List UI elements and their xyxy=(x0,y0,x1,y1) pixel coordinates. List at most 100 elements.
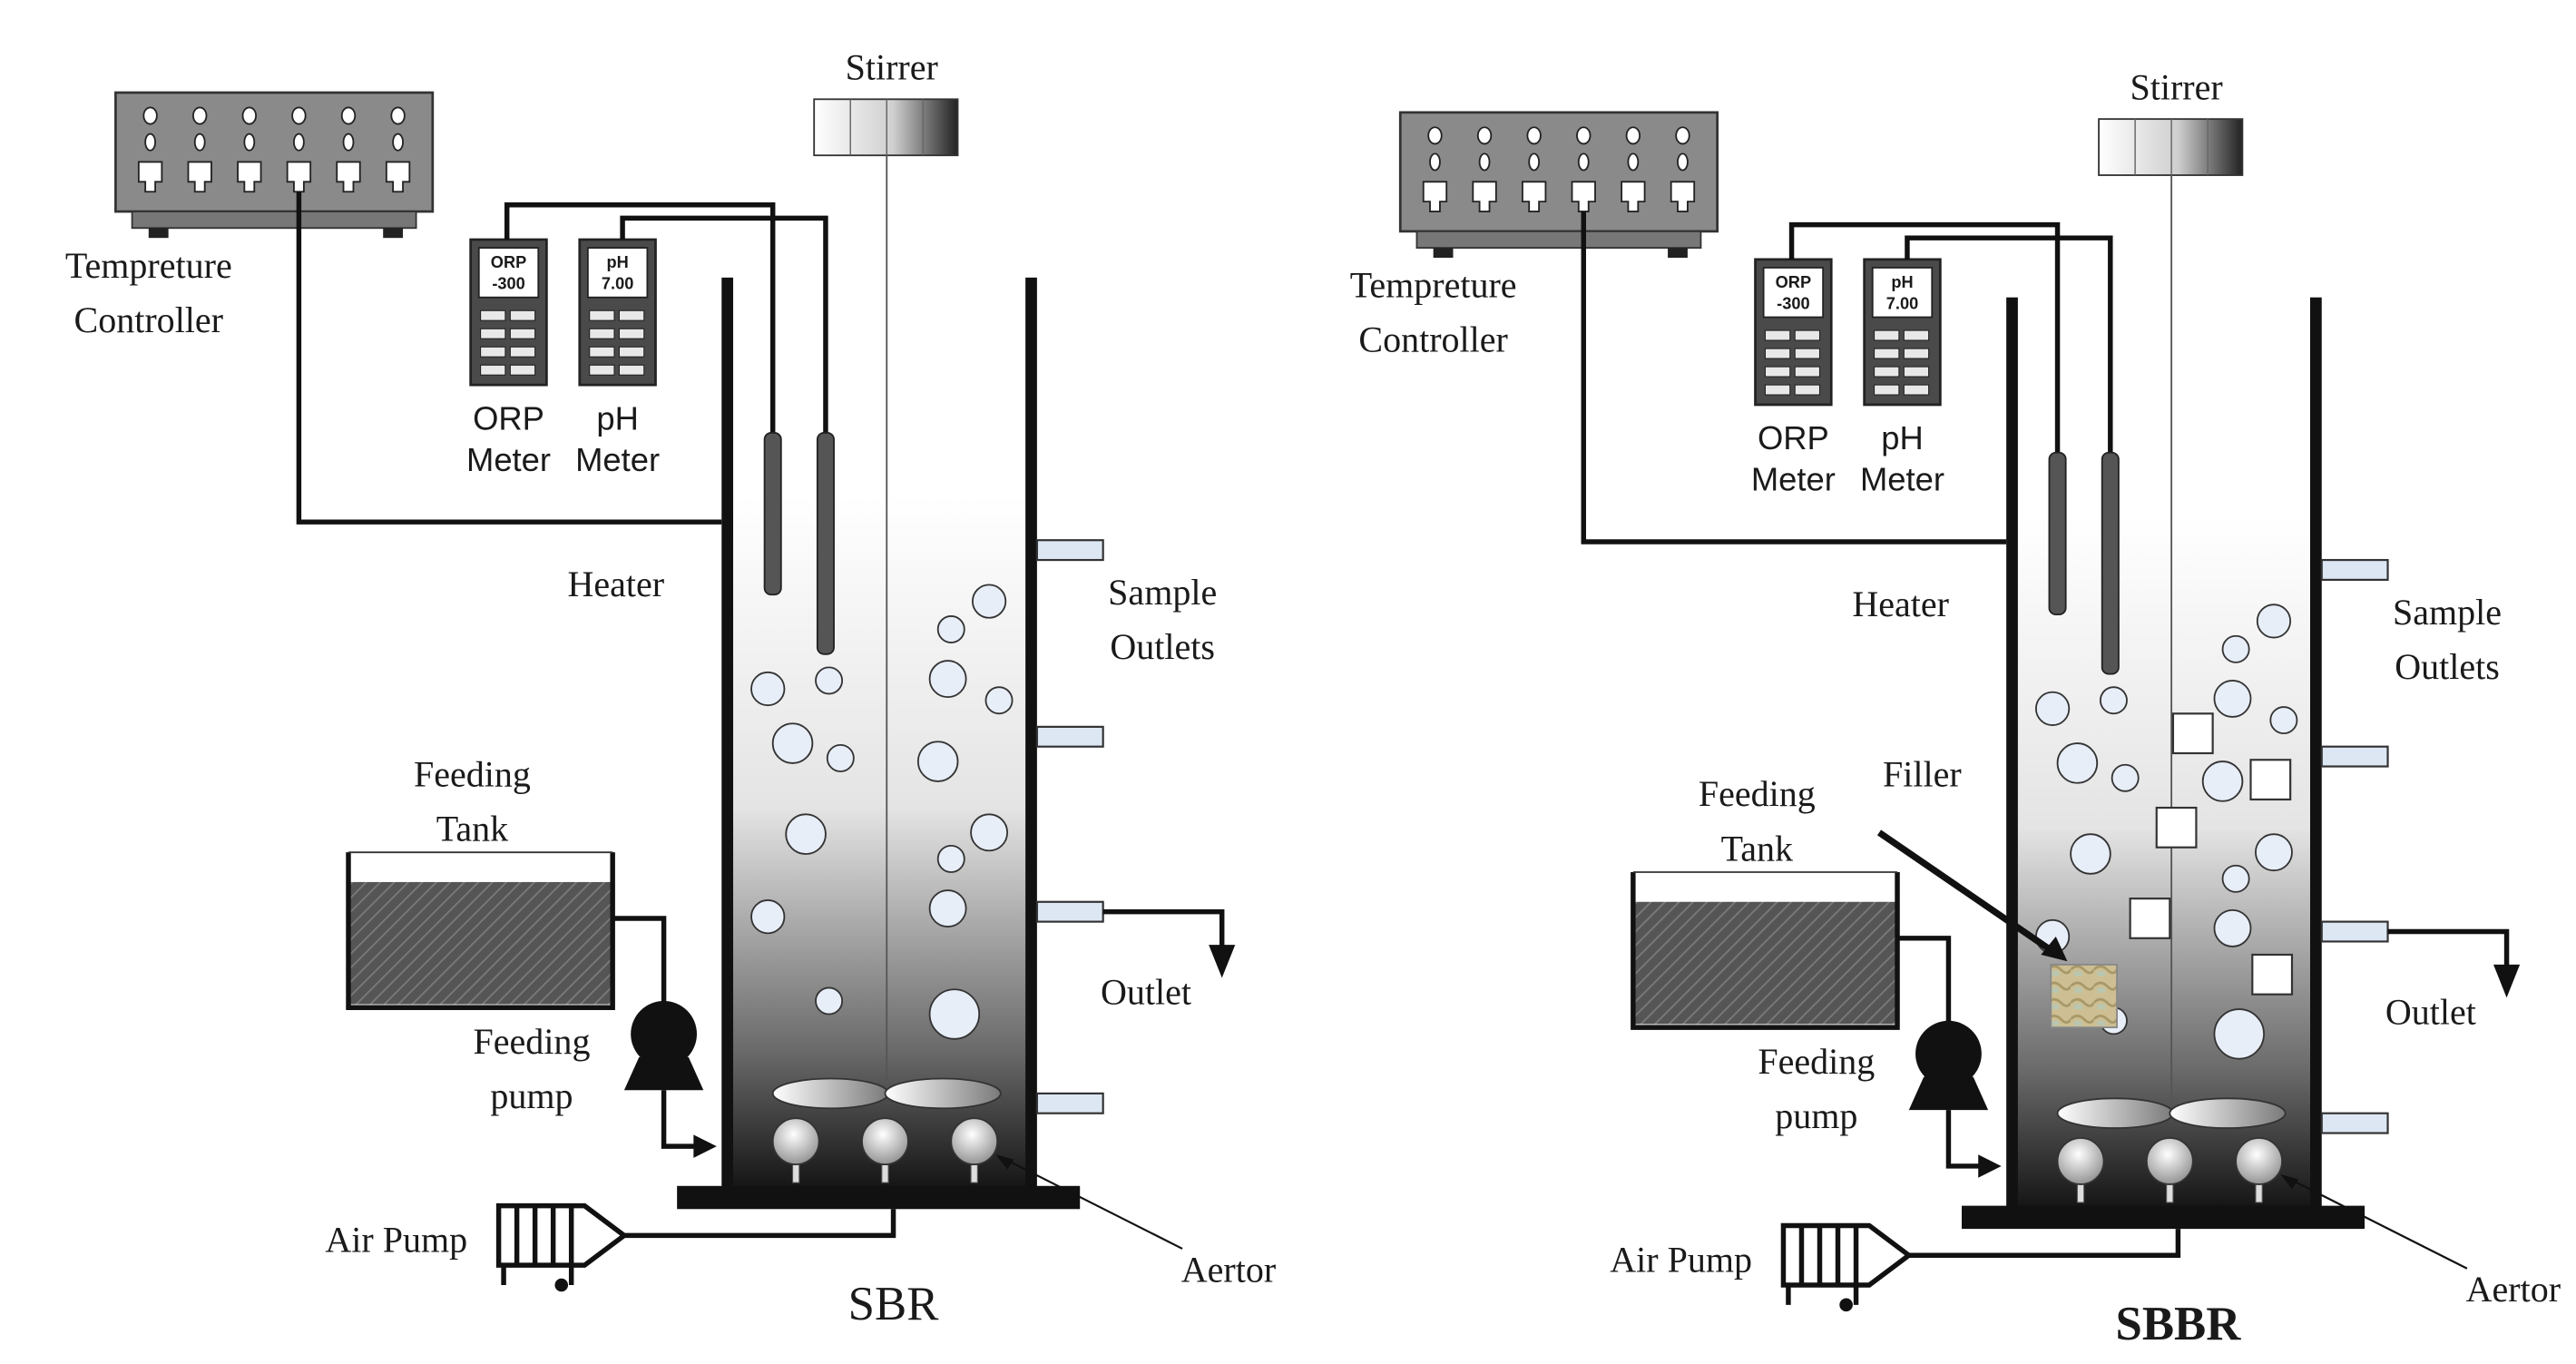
feeding-pump-label-line2: pump xyxy=(1775,1095,1857,1136)
bubble-3 xyxy=(771,722,814,764)
feed-pipe-out xyxy=(661,1090,700,1149)
reactor-base-plate xyxy=(1962,1205,2365,1230)
bubble-13 xyxy=(970,813,1009,852)
orp-meter-key xyxy=(480,364,506,376)
controller-led-3 xyxy=(243,132,256,152)
sample-outlets-label-line2: Outlets xyxy=(1110,626,1215,667)
feeding-pump-body xyxy=(631,1000,697,1067)
controller-led-5 xyxy=(1627,152,1640,172)
stirrer-paddle-left xyxy=(2056,1097,2174,1130)
ph-meter-key xyxy=(1903,329,1930,341)
sample-outlets-label-line1: Sample xyxy=(1108,572,1217,613)
ph-meter-key xyxy=(1903,384,1930,396)
feeding-tank-label-line1: Feeding xyxy=(1699,773,1816,814)
bubble-8 xyxy=(2256,603,2292,639)
controller-knob-5 xyxy=(1625,126,1641,145)
controller-knob-2 xyxy=(1476,126,1493,145)
controller-knob-3 xyxy=(1526,126,1542,145)
ph-meter-label-line2: Meter xyxy=(575,441,660,478)
ph-meter-key xyxy=(589,328,615,339)
controller-knob-6 xyxy=(1675,126,1690,145)
sample-outlet-port-2 xyxy=(2320,745,2389,768)
bubble-5 xyxy=(785,813,827,855)
controller-socket-6 xyxy=(385,161,411,193)
stirrer-paddle-left xyxy=(771,1077,890,1110)
bubble-15 xyxy=(928,889,967,927)
heater-cable xyxy=(296,191,722,525)
outlet-arrow-icon xyxy=(1209,945,1236,978)
filler-cube-5 xyxy=(2251,953,2294,996)
controller-socket-6 xyxy=(1670,181,1696,212)
orp-probe-cable xyxy=(504,202,776,433)
orp-meter-display xyxy=(1762,267,1825,319)
orp-meter-key xyxy=(509,364,536,376)
temp-controller-body xyxy=(114,91,435,213)
bubble-12 xyxy=(916,741,959,782)
controller-led-4 xyxy=(1577,152,1590,172)
bubble-10 xyxy=(928,660,967,699)
orp-meter-key xyxy=(1764,348,1791,359)
aerator-head-3 xyxy=(950,1117,999,1166)
stirrer-label: Stirrer xyxy=(2130,66,2222,107)
reactor-right-wall xyxy=(1025,277,1037,1190)
aertor-pointer-arrow-icon xyxy=(2280,1174,2299,1190)
sample-outlet-port-1 xyxy=(1035,539,1104,562)
controller-socket-5 xyxy=(1621,181,1646,212)
filler-pointer-line xyxy=(1876,829,2060,958)
aertor-pointer-line xyxy=(2283,1174,2468,1270)
controller-socket-4 xyxy=(1571,181,1596,212)
controller-knob-4 xyxy=(291,106,307,125)
heater-cable xyxy=(1581,211,2007,545)
bubble-1 xyxy=(750,671,786,707)
orp-meter-key xyxy=(480,328,506,339)
feeding-pump-label-line1: Feeding xyxy=(474,1021,591,1062)
controller-socket-5 xyxy=(336,161,361,193)
aertor-label: Aertor xyxy=(2466,1269,2561,1310)
aerator-head-1 xyxy=(2056,1137,2105,1185)
feeding-tank-label-line2: Tank xyxy=(1721,828,1794,868)
ph-meter-key xyxy=(1874,366,1900,378)
orp-meter-label-line2: Meter xyxy=(1751,461,1836,498)
ph-meter-key xyxy=(589,364,615,376)
sample-outlets-label-line1: Sample xyxy=(2393,592,2502,633)
bubble-1 xyxy=(2034,691,2071,726)
ph-probe xyxy=(2101,451,2120,675)
filler-cube-2 xyxy=(2249,759,2292,801)
controller-socket-2 xyxy=(1472,181,1497,212)
orp-meter-key xyxy=(1794,366,1821,378)
bubble-11 xyxy=(984,686,1014,715)
air-pump-wheel xyxy=(1839,1298,1853,1312)
ph-display-line1: pH xyxy=(1891,273,1913,291)
controller-knob-6 xyxy=(390,106,406,125)
orp-probe-cable xyxy=(1788,221,2061,453)
controller-knob-4 xyxy=(1576,126,1592,145)
bubble-3 xyxy=(2056,742,2099,784)
ph-meter-key xyxy=(1903,366,1930,378)
controller-knob-1 xyxy=(1427,126,1443,145)
feeding-tank-label-line2: Tank xyxy=(436,808,509,849)
orp-meter-key xyxy=(1764,366,1791,378)
filler-cube-3 xyxy=(2155,806,2198,849)
air-supply-line xyxy=(623,1209,896,1239)
system-title: SBR xyxy=(848,1278,940,1330)
controller-socket-3 xyxy=(1522,181,1547,212)
stirrer-label: Stirrer xyxy=(846,46,938,87)
aerator-head-1 xyxy=(771,1117,820,1166)
temp-controller-base xyxy=(131,211,417,230)
ph-meter-label-line1: pH xyxy=(596,399,639,437)
bubble-2 xyxy=(2099,686,2128,715)
air-pump-legs xyxy=(1786,1284,1859,1305)
bubble-16 xyxy=(928,988,981,1040)
sample-outlet-port-1 xyxy=(2320,558,2389,581)
outlet-pipe xyxy=(2387,928,2510,975)
ph-meter-key xyxy=(1874,348,1900,359)
feed-pipe-in xyxy=(612,916,667,1008)
temp-controller-foot-left xyxy=(1433,248,1454,259)
orp-display-line2: -300 xyxy=(1777,294,1809,312)
bubble-16 xyxy=(2213,1008,2265,1060)
bubble-4 xyxy=(826,743,855,772)
feeding-tank-liquid xyxy=(1632,901,1898,1025)
orp-meter-key xyxy=(1794,384,1821,396)
aertor-pointer-arrow-icon xyxy=(995,1154,1014,1170)
